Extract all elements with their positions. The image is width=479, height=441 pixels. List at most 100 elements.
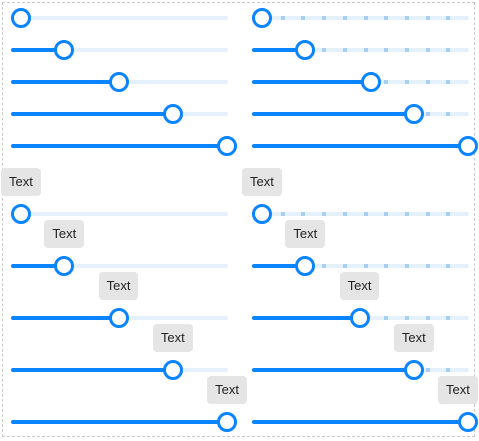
slider-thumb[interactable] [295, 256, 316, 276]
tooltip-stepped-slider-5[interactable] [252, 412, 479, 432]
slider-step-mark [404, 80, 409, 84]
slider-fill [252, 368, 414, 372]
slider-step-mark [342, 212, 347, 216]
slider-fill [11, 420, 228, 424]
stepped-slider-3[interactable] [252, 72, 469, 92]
slider-step-mark [363, 264, 368, 268]
slider-step-mark [322, 48, 327, 52]
slider-thumb[interactable] [54, 40, 75, 60]
slider-step-mark [384, 80, 389, 84]
stepped-slider-2[interactable] [252, 40, 469, 60]
slider-thumb[interactable] [162, 104, 183, 124]
component-frame [2, 2, 475, 437]
slider-step-mark [446, 112, 451, 116]
slider-value-tooltip: Text [242, 168, 282, 196]
tooltip-slider-4[interactable] [11, 360, 228, 380]
slider-step-mark [322, 16, 327, 20]
slider-fill [11, 144, 228, 148]
slider-step-mark [404, 212, 409, 216]
slider-value-tooltip: Text [393, 324, 434, 352]
slider-track[interactable] [252, 212, 469, 216]
tooltip-stepped-slider-2[interactable] [252, 256, 469, 276]
stepped-slider-1[interactable] [252, 8, 469, 28]
slider-value-tooltip: Text [1, 168, 41, 196]
plain-slider-4[interactable] [11, 104, 228, 124]
tooltip-stepped-slider-4[interactable] [252, 360, 469, 380]
slider-step-mark [446, 48, 451, 52]
slider-step-mark [425, 80, 430, 84]
slider-thumb[interactable] [11, 8, 31, 28]
slider-step-mark [342, 16, 347, 20]
slider-value-tooltip: Text [152, 324, 193, 352]
slider-step-mark [384, 212, 389, 216]
slider-thumb[interactable] [349, 308, 370, 328]
slider-thumb[interactable] [162, 360, 183, 380]
slider-fill [11, 368, 173, 372]
slider-thumb[interactable] [295, 40, 316, 60]
slider-step-mark [425, 16, 430, 20]
slider-step-mark [446, 16, 451, 20]
slider-value-tooltip: Text [207, 376, 247, 404]
slider-thumb[interactable] [403, 104, 424, 124]
slider-thumb[interactable] [217, 412, 238, 432]
slider-step-mark [384, 48, 389, 52]
slider-fill [252, 48, 306, 52]
tooltip-slider-5[interactable] [11, 412, 238, 432]
slider-track[interactable] [252, 264, 469, 268]
slider-track[interactable] [11, 48, 228, 52]
slider-track[interactable] [252, 16, 469, 20]
slider-thumb[interactable] [252, 204, 272, 224]
slider-thumb[interactable] [11, 204, 31, 224]
slider-fill [252, 112, 414, 116]
slider-thumb[interactable] [252, 8, 272, 28]
slider-track[interactable] [11, 212, 228, 216]
slider-step-mark [384, 264, 389, 268]
slider-step-mark [425, 112, 430, 116]
slider-step-mark [425, 48, 430, 52]
plain-slider-2[interactable] [11, 40, 228, 60]
slider-fill [11, 316, 119, 320]
tooltip-slider-3[interactable] [11, 308, 228, 328]
plain-slider-3[interactable] [11, 72, 228, 92]
slider-step-mark [404, 16, 409, 20]
slider-step-mark [404, 264, 409, 268]
slider-step-mark [301, 212, 306, 216]
slider-fill [252, 316, 360, 320]
slider-thumb[interactable] [54, 256, 75, 276]
slider-step-mark [322, 264, 327, 268]
slider-step-mark [363, 48, 368, 52]
slider-track[interactable] [11, 16, 228, 20]
slider-thumb[interactable] [458, 412, 479, 432]
plain-slider-5[interactable] [11, 136, 238, 156]
slider-thumb[interactable] [108, 308, 129, 328]
slider-thumb[interactable] [108, 72, 129, 92]
slider-step-mark [363, 16, 368, 20]
slider-fill [11, 264, 65, 268]
slider-thumb[interactable] [217, 136, 238, 156]
slider-fill [252, 144, 469, 148]
slider-track[interactable] [11, 264, 228, 268]
stepped-slider-5[interactable] [252, 136, 479, 156]
slider-thumb[interactable] [403, 360, 424, 380]
slider-step-mark [446, 80, 451, 84]
slider-step-mark [342, 264, 347, 268]
slider-fill [11, 48, 65, 52]
slider-step-mark [404, 48, 409, 52]
slider-thumb[interactable] [458, 136, 479, 156]
tooltip-stepped-slider-3[interactable] [252, 308, 469, 328]
slider-value-tooltip: Text [44, 220, 85, 248]
slider-track[interactable] [252, 48, 469, 52]
stepped-slider-4[interactable] [252, 104, 469, 124]
tooltip-stepped-slider-1[interactable] [252, 204, 469, 224]
slider-thumb[interactable] [360, 72, 381, 92]
plain-slider-1[interactable] [11, 8, 228, 28]
slider-step-mark [446, 264, 451, 268]
tooltip-slider-2[interactable] [11, 256, 228, 276]
slider-step-mark [446, 368, 451, 372]
slider-step-mark [404, 316, 409, 320]
tooltip-slider-1[interactable] [11, 204, 228, 224]
slider-step-mark [384, 316, 389, 320]
slider-step-mark [280, 16, 285, 20]
slider-step-mark [363, 212, 368, 216]
slider-fill [252, 264, 306, 268]
